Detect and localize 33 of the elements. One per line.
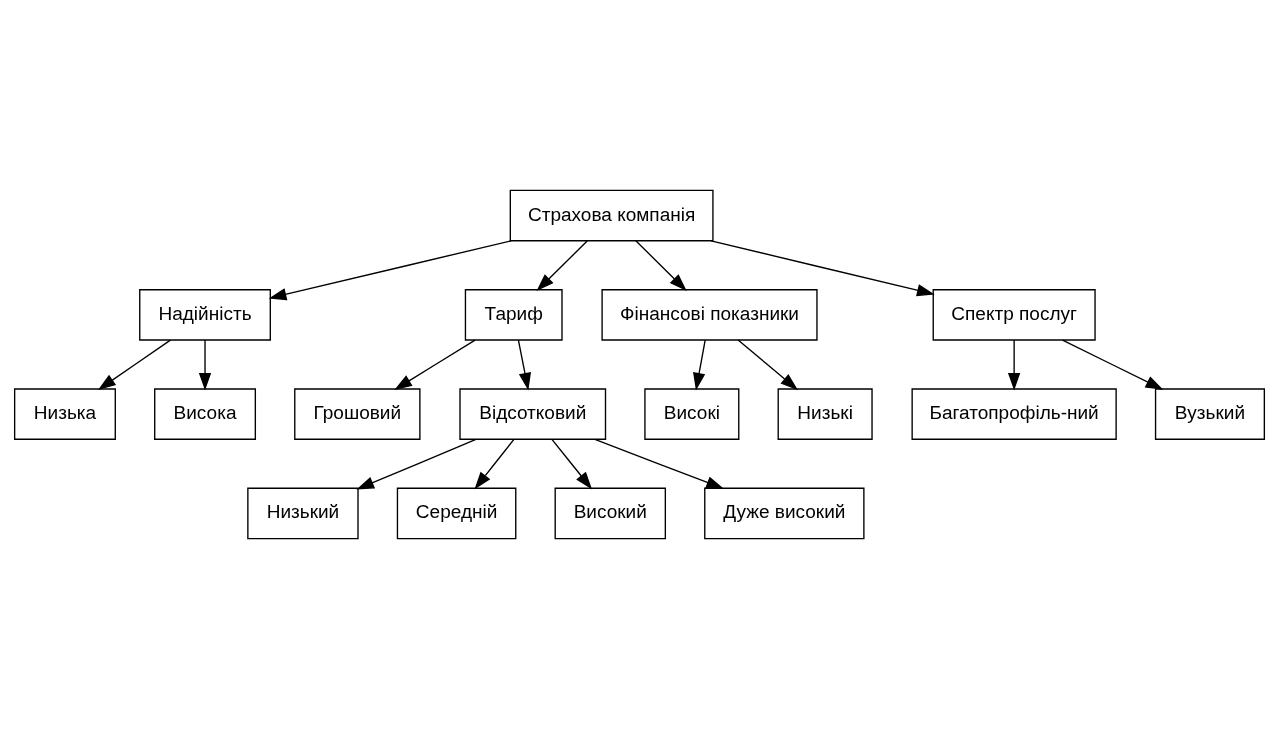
node-box: Надійність [139, 289, 271, 341]
node-box: Тариф [464, 289, 563, 341]
arrow [551, 438, 593, 490]
arrow [356, 438, 477, 490]
arrow [268, 240, 512, 301]
node-box: Низький [247, 487, 359, 540]
arrow [198, 339, 212, 391]
arrow [635, 240, 687, 292]
arrow [710, 240, 935, 297]
arrow [1061, 339, 1164, 390]
node-box: Страхова компанія [509, 189, 714, 242]
node-box: Відсотковий [459, 388, 607, 440]
node-box: Багатопрофіль-ний [911, 388, 1117, 440]
arrow [97, 339, 172, 390]
node-box: Спектр послуг [932, 289, 1096, 341]
arrow [536, 240, 589, 292]
node-box: Грошовий [294, 388, 421, 440]
node-box: Середній [396, 487, 517, 540]
arrow [1007, 339, 1021, 391]
arrow [394, 339, 476, 390]
node-box: Фінансові показники [601, 289, 818, 341]
arrow [737, 339, 799, 391]
node-box: Низька [13, 388, 116, 440]
node-box: Вузький [1154, 388, 1266, 440]
arrow [474, 438, 515, 490]
node-box: Високий [554, 487, 666, 540]
node-box: Низькі [777, 388, 873, 440]
arrow [594, 438, 724, 489]
arrow [517, 339, 531, 391]
node-box: Високі [644, 388, 740, 440]
node-box: Висока [154, 388, 256, 440]
node-box: Дуже високий [704, 487, 865, 540]
arrow [693, 339, 706, 391]
